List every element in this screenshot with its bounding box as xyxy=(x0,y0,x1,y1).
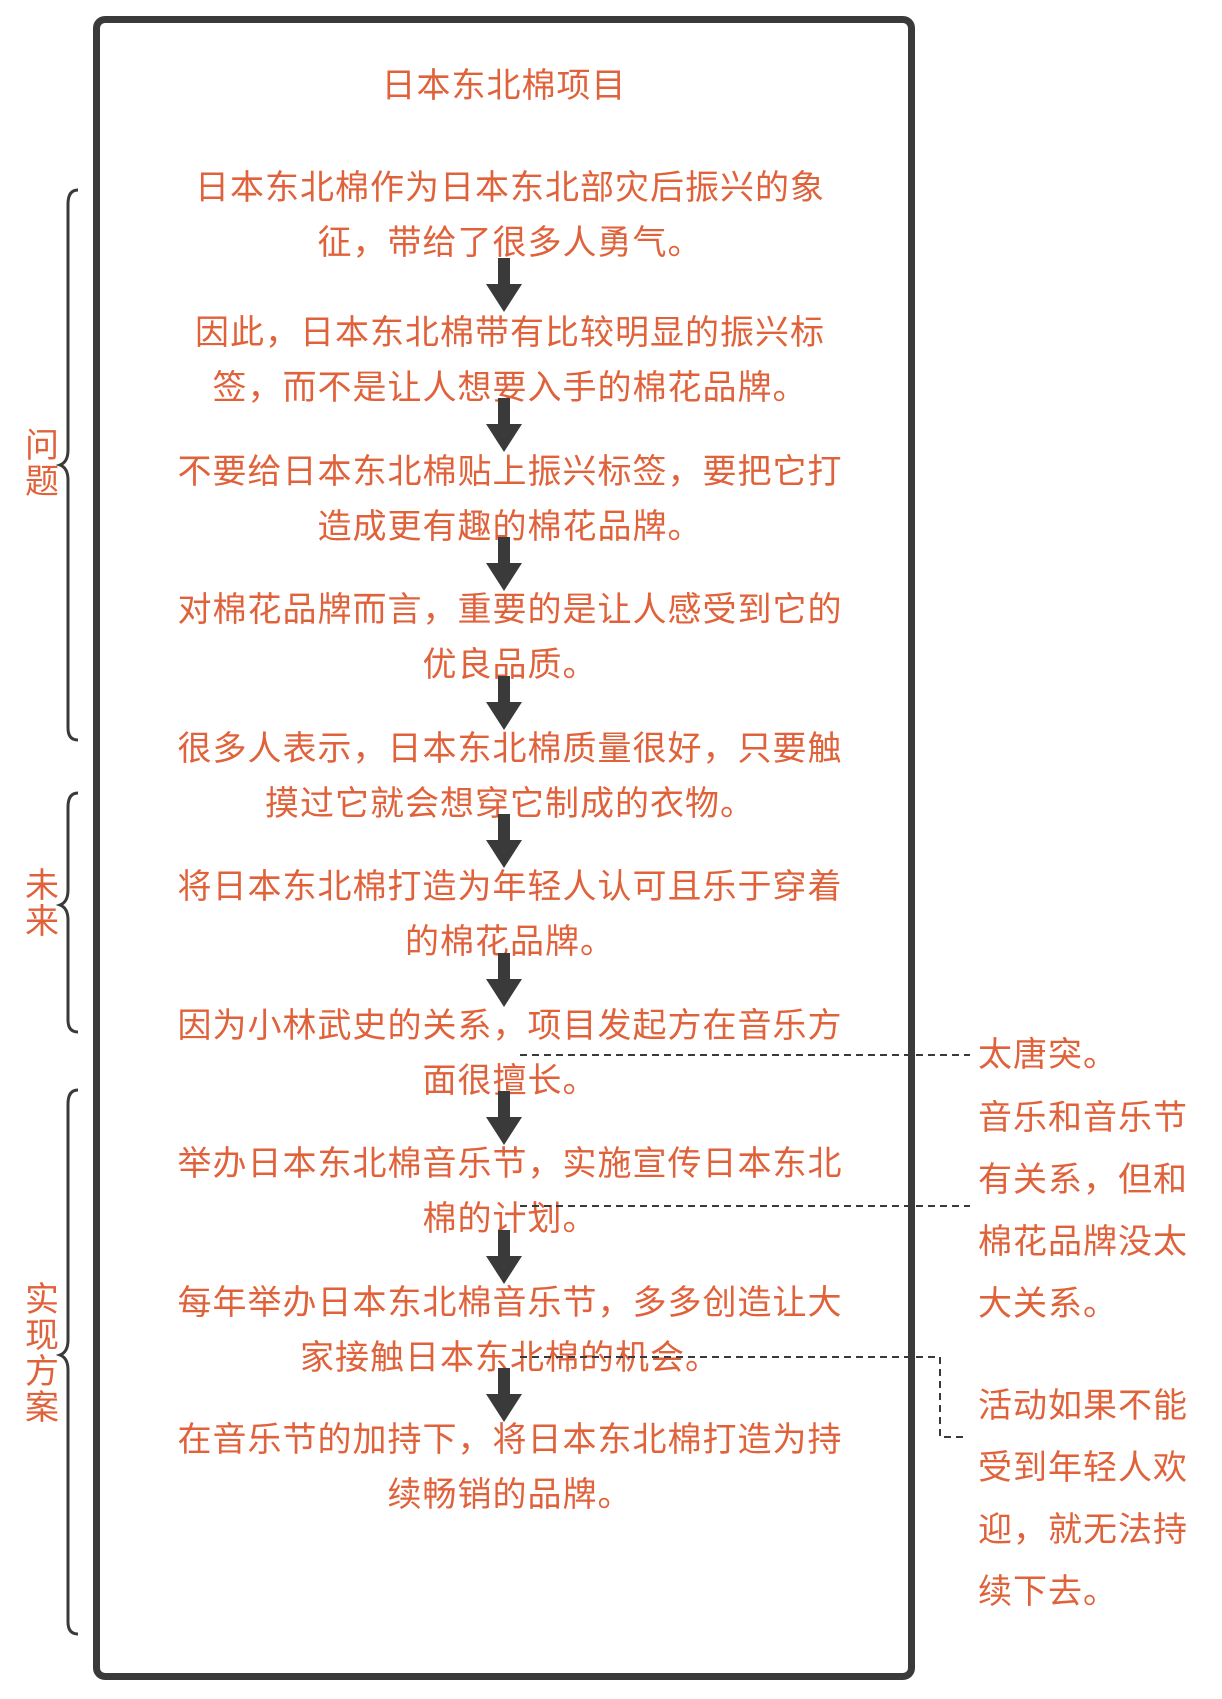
step-5: 很多人表示，日本东北棉质量很好，只要触 摸过它就会想穿它制成的衣物。 xyxy=(140,722,880,832)
down-arrow-icon xyxy=(486,258,522,312)
step-text: 不要给日本东北棉贴上振兴标签，要把它打 xyxy=(177,452,843,492)
note-text: 太唐突。 xyxy=(978,1035,1118,1075)
step-text: 因此，日本东北棉带有比较明显的振兴标 xyxy=(195,313,825,353)
note-text: 受到年轻人欢 xyxy=(978,1448,1188,1488)
step-2: 因此，日本东北棉带有比较明显的振兴标 签，而不是让人想要入手的棉花品牌。 xyxy=(140,306,880,416)
note-text: 棉花品牌没太 xyxy=(978,1222,1188,1262)
step-10: 在音乐节的加持下，将日本东北棉打造为持 续畅销的品牌。 xyxy=(140,1413,880,1523)
down-arrow-icon xyxy=(486,1368,522,1422)
side-label-future: 未来 xyxy=(25,866,59,942)
note-text: 音乐和音乐节 xyxy=(978,1098,1188,1138)
note-1: 太唐突。 xyxy=(978,1024,1203,1086)
step-text: 将日本东北棉打造为年轻人认可且乐于穿着 xyxy=(177,867,843,907)
step-text: 日本东北棉作为日本东北部灾后振兴的象 xyxy=(195,168,825,208)
down-arrow-icon xyxy=(486,676,522,730)
dashed-connector-3 xyxy=(520,1356,965,1438)
brace-problem xyxy=(55,188,79,742)
step-text: 续畅销的品牌。 xyxy=(387,1475,633,1515)
brace-future xyxy=(55,791,79,1034)
side-label-problem: 问题 xyxy=(25,426,59,502)
diagram-title: 日本东北棉项目 xyxy=(381,66,627,106)
step-text: 举办日本东北棉音乐节，实施宣传日本东北 xyxy=(177,1144,843,1184)
step-text: 每年举办日本东北棉音乐节，多多创造让大 xyxy=(177,1283,843,1323)
step-9: 每年举办日本东北棉音乐节，多多创造让大 家接触日本东北棉的机会。 xyxy=(140,1276,880,1386)
note-3: 活动如果不能 受到年轻人欢 迎，就无法持 续下去。 xyxy=(978,1375,1203,1623)
step-text: 因为小林武史的关系，项目发起方在音乐方 xyxy=(177,1006,843,1046)
diagram-frame xyxy=(93,16,915,1680)
step-text: 很多人表示，日本东北棉质量很好，只要触 xyxy=(177,729,843,769)
note-text: 活动如果不能 xyxy=(978,1386,1188,1426)
note-text: 迎，就无法持 xyxy=(978,1510,1188,1550)
down-arrow-icon xyxy=(486,1091,522,1145)
down-arrow-icon xyxy=(486,537,522,591)
down-arrow-icon xyxy=(486,1230,522,1284)
down-arrow-icon xyxy=(486,953,522,1007)
step-8: 举办日本东北棉音乐节，实施宣传日本东北 棉的计划。 xyxy=(140,1137,880,1247)
side-label-plan: 实现方案 xyxy=(25,1280,59,1428)
note-2: 音乐和音乐节 有关系，但和 棉花品牌没太 大关系。 xyxy=(978,1087,1203,1335)
step-text: 征，带给了很多人勇气。 xyxy=(317,223,703,263)
step-4: 对棉花品牌而言，重要的是让人感受到它的 优良品质。 xyxy=(140,583,880,693)
step-text: 对棉花品牌而言，重要的是让人感受到它的 xyxy=(177,590,843,630)
note-text: 续下去。 xyxy=(978,1572,1118,1612)
brace-plan xyxy=(55,1088,79,1636)
note-text: 大关系。 xyxy=(978,1284,1118,1324)
down-arrow-icon xyxy=(486,814,522,868)
step-text: 在音乐节的加持下，将日本东北棉打造为持 xyxy=(177,1420,843,1460)
down-arrow-icon xyxy=(486,398,522,452)
step-1: 日本东北棉作为日本东北部灾后振兴的象 征，带给了很多人勇气。 xyxy=(140,161,880,271)
note-text: 有关系，但和 xyxy=(978,1160,1188,1200)
